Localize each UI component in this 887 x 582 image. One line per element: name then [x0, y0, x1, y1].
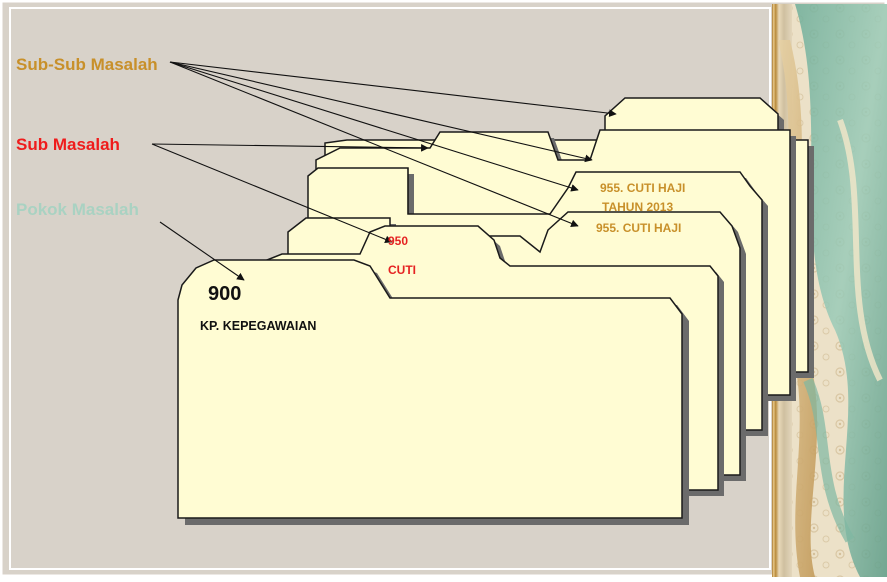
folder-900-front [177, 259, 689, 525]
arrow-pokok-masalah [159, 221, 245, 281]
label-sub-masalah: Sub Masalah [16, 135, 120, 154]
folder-900-title: KP. KEPEGAWAIAN [200, 319, 316, 333]
folder-955b-line1: 955. CUTI HAJI [600, 181, 685, 195]
folder-950-title: CUTI [388, 263, 416, 277]
folder-950-code: 950 [388, 234, 408, 248]
arrows-sub-masalah [151, 143, 429, 243]
folder-955b-line2: TAHUN 2013 [602, 200, 673, 214]
folder-900-code: 900 [208, 283, 241, 305]
folder-955a-title: 955. CUTI HAJI [596, 221, 681, 235]
label-pokok-masalah: Pokok Masalah [16, 200, 139, 219]
label-sub-sub-masalah: Sub-Sub Masalah [16, 55, 158, 74]
arrows-sub-sub-masalah [169, 61, 617, 227]
